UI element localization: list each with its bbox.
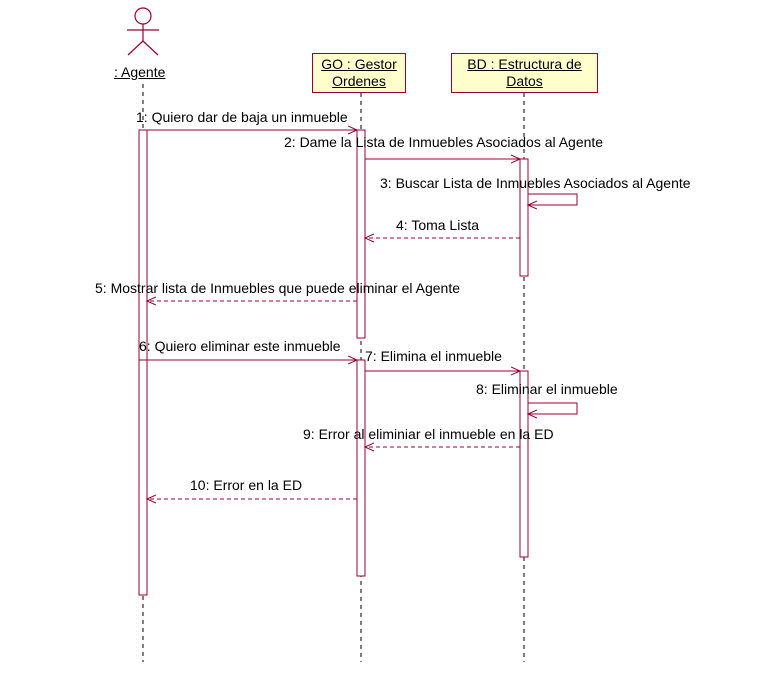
object-estructura-datos-type: Datos xyxy=(506,73,543,89)
object-estructura-datos-name: BD : Estructura de xyxy=(467,56,582,72)
object-estructura-datos: BD : Estructura de Datos xyxy=(451,53,598,93)
object-gestor-ordenes-type: Ordenes xyxy=(332,73,386,89)
message-9-label: 9: Error al eliminiar el inmueble en la … xyxy=(303,426,554,442)
message-8-arrow xyxy=(528,402,578,414)
message-2-label: 2: Dame la Lista de Inmuebles Asociados … xyxy=(284,134,604,150)
message-5-label: 5: Mostrar lista de Inmuebles que puede … xyxy=(95,280,460,296)
actor-label: : Agente xyxy=(114,64,166,80)
activation-gestor-1 xyxy=(356,129,366,339)
message-8-label: 8: Eliminar el inmueble xyxy=(476,381,618,397)
actor-figure xyxy=(127,7,159,56)
activation-agente-1 xyxy=(138,129,148,361)
activation-agente-2 xyxy=(138,359,148,596)
message-7-label: 7: Elimina el inmueble xyxy=(365,348,502,364)
activation-estructura-1 xyxy=(519,158,529,277)
message-6-label: 6: Quiero eliminar este inmueble xyxy=(139,338,341,354)
message-10-label: 10: Error en la ED xyxy=(190,477,303,493)
activation-gestor-2 xyxy=(356,359,366,577)
message-3-label: 3: Buscar Lista de Inmuebles Asociados a… xyxy=(380,175,691,191)
message-1-label: 1: Quiero dar de baja un inmueble xyxy=(136,109,348,125)
message-4-label: 4: Toma Lista xyxy=(396,217,480,233)
activation-estructura-2 xyxy=(519,370,529,558)
message-3-arrow xyxy=(528,193,578,205)
object-gestor-ordenes-name: GO : Gestor xyxy=(321,56,397,72)
object-gestor-ordenes: GO : Gestor Ordenes xyxy=(312,53,406,93)
